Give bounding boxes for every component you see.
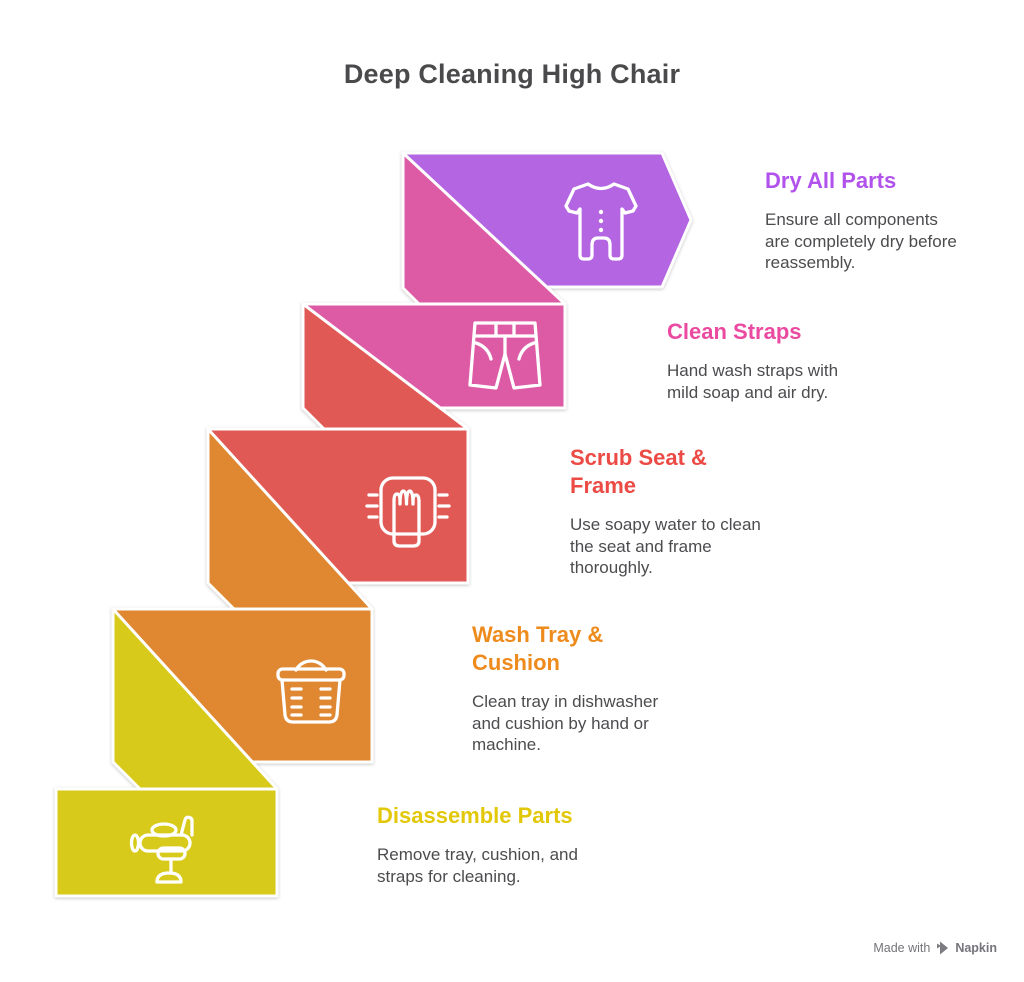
step-description-dry-all-parts: Ensure all components are completely dry… [765, 210, 957, 272]
step-title-wash-tray-cushion: Wash Tray & Cushion [472, 622, 604, 675]
step-description-clean-straps: Hand wash straps with mild soap and air … [667, 361, 839, 402]
step-title-dry-all-parts: Dry All Parts [765, 168, 897, 193]
made-with-label: Made with [873, 941, 931, 955]
step-text-clean-straps: Clean Straps Hand wash straps with mild … [667, 318, 917, 403]
step-title-disassemble-parts: Disassemble Parts [377, 803, 573, 828]
laundry-basket-icon [276, 659, 346, 724]
shorts-icon [468, 321, 542, 390]
step-description-disassemble-parts: Remove tray, cushion, and straps for cle… [377, 845, 578, 886]
toy-plane-icon [129, 815, 194, 884]
step-title-clean-straps: Clean Straps [667, 319, 802, 344]
scrub-hand-icon [365, 476, 451, 548]
step-text-wash-tray-cushion: Wash Tray & Cushion Clean tray in dishwa… [472, 621, 722, 756]
ribbon-fold-2-3 [301, 302, 470, 431]
step-text-dry-all-parts: Dry All Parts Ensure all components are … [765, 167, 1015, 274]
napkin-logo-icon [937, 941, 949, 955]
step-title-scrub-seat-frame: Scrub Seat & Frame [570, 445, 707, 498]
ribbon-fold-3-4 [206, 427, 374, 611]
ribbon-fold-1-2 [401, 151, 567, 306]
ribbon-fold-4-5 [111, 607, 279, 791]
band-disassemble-parts [54, 787, 279, 898]
step-description-wash-tray-cushion: Clean tray in dishwasher and cushion by … [472, 692, 659, 754]
made-with-napkin-link[interactable]: Made with Napkin [873, 941, 997, 955]
step-description-scrub-seat-frame: Use soapy water to clean the seat and fr… [570, 515, 761, 577]
napkin-brand-label: Napkin [955, 941, 997, 955]
page-title: Deep Cleaning High Chair [343, 59, 681, 89]
step-text-scrub-seat-frame: Scrub Seat & Frame Use soapy water to cl… [570, 444, 820, 579]
step-text-disassemble-parts: Disassemble Parts Remove tray, cushion, … [377, 802, 627, 887]
baby-onesie-icon [564, 182, 638, 261]
